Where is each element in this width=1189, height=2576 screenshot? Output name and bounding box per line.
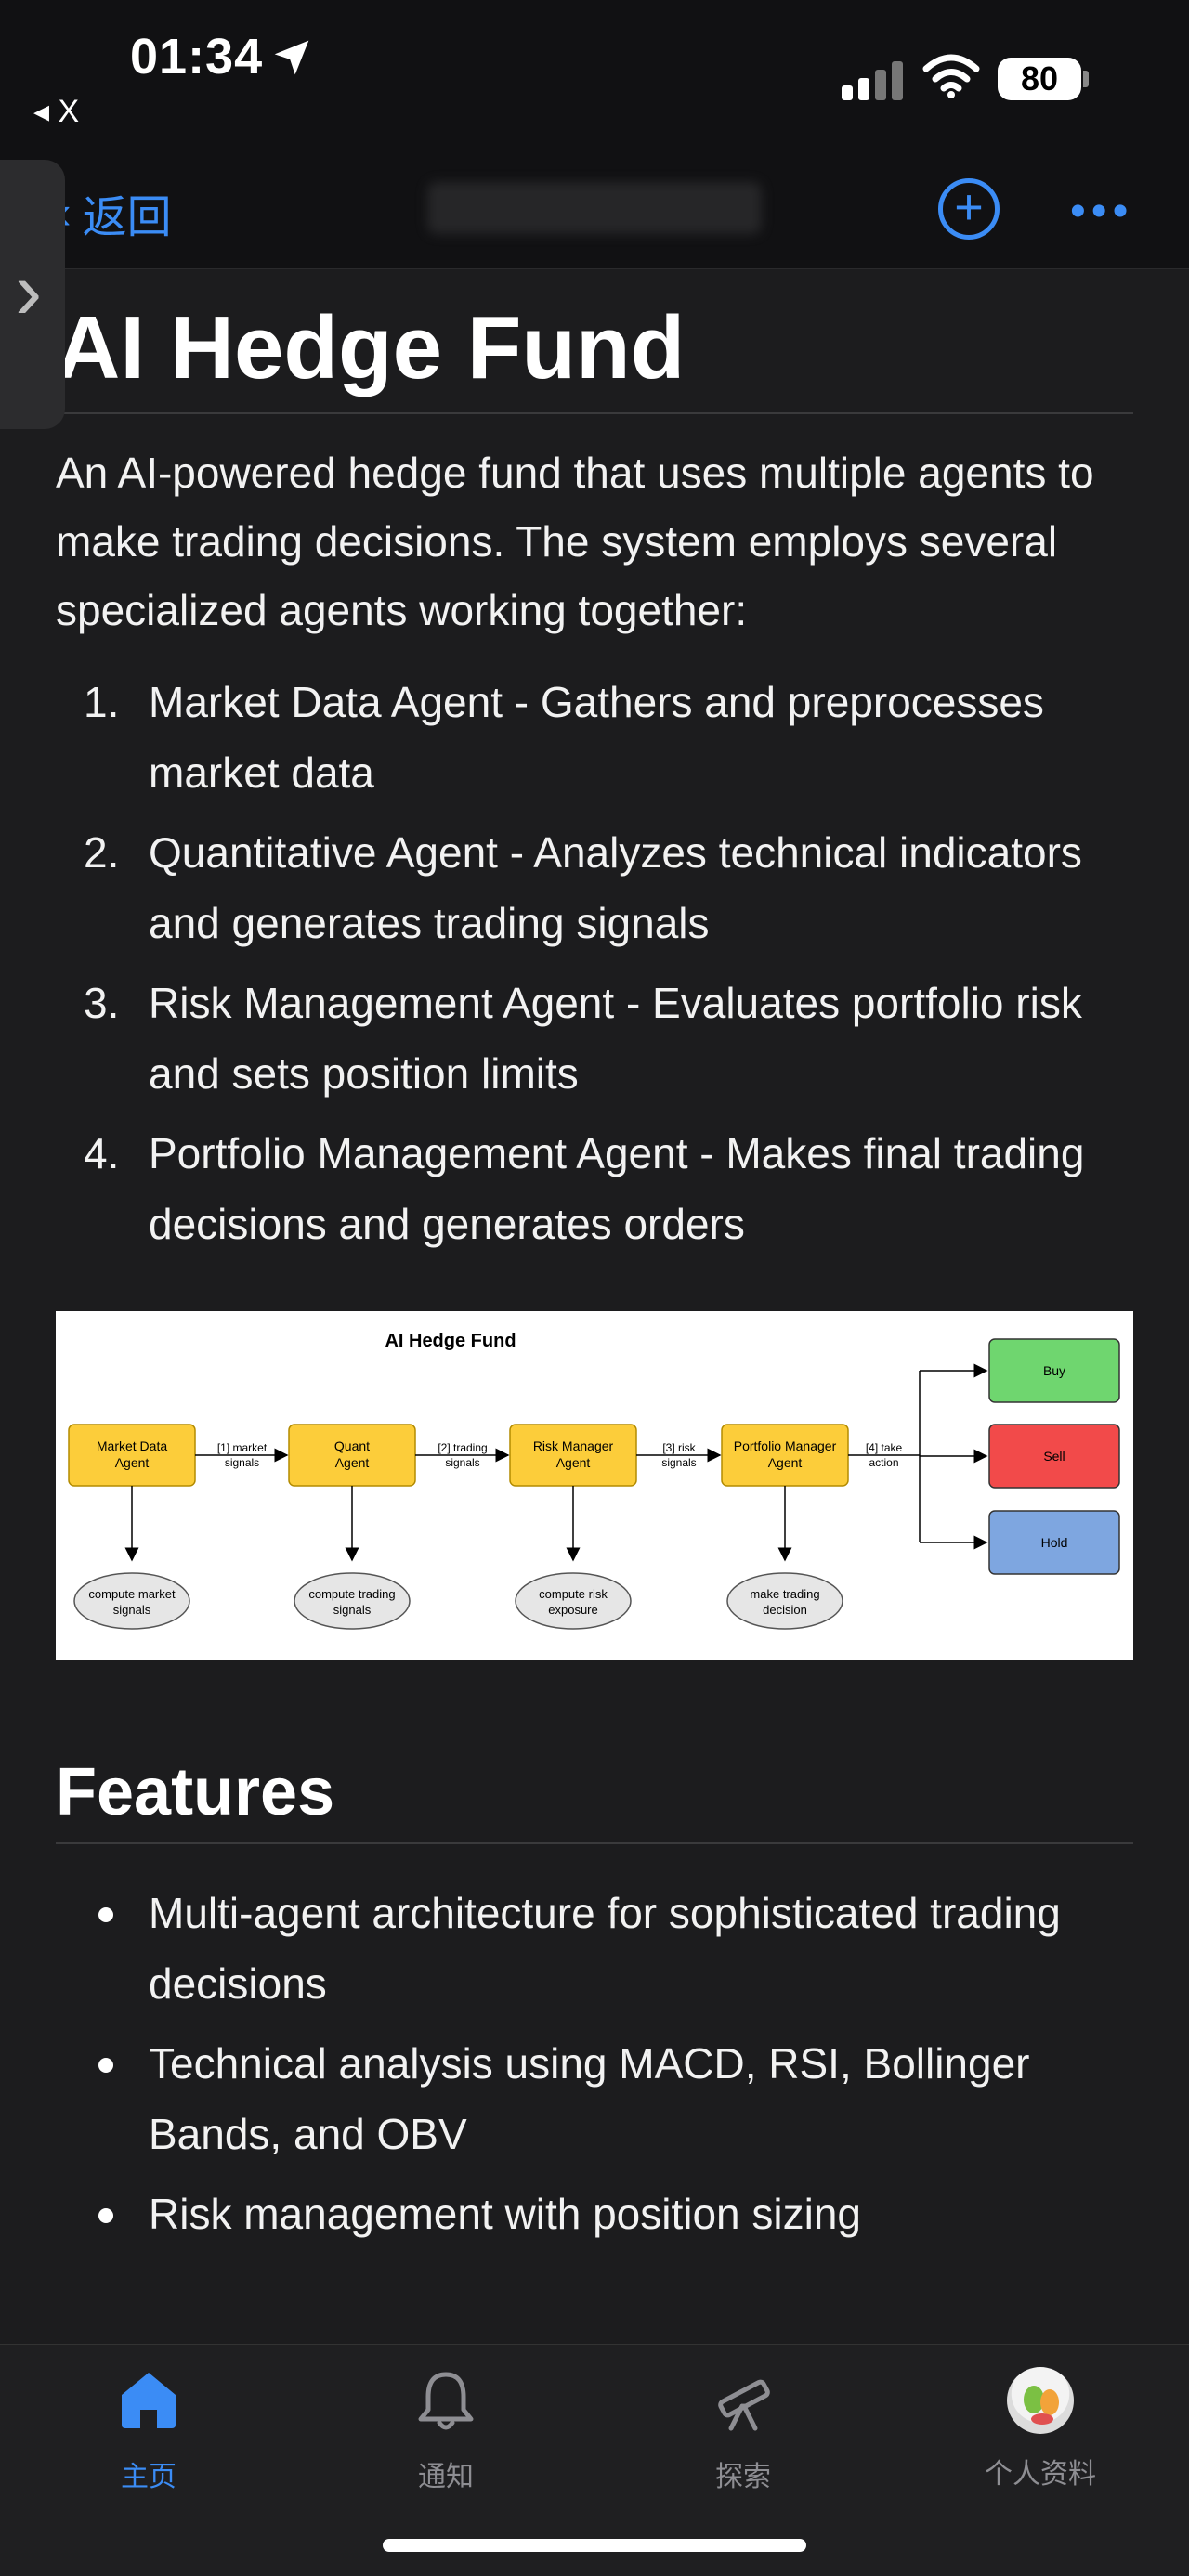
edge-label: signals	[661, 1456, 696, 1469]
action-box	[988, 1338, 1120, 1403]
features-heading: Features	[56, 1755, 335, 1829]
back-button-label: 返回	[82, 193, 172, 242]
chevron-right-icon: ›	[15, 244, 43, 336]
cloud-label: make trading	[750, 1587, 819, 1601]
list-text: Portfolio Management Agent - Makes final…	[149, 1129, 1085, 1248]
list-item: 4. Portfolio Management Agent - Makes fin…	[56, 1118, 1133, 1259]
features-list: Multi-agent architecture for sophisticat…	[56, 1878, 1133, 2249]
avatar	[1007, 2367, 1074, 2434]
list-text: Risk Management Agent - Evaluates portfo…	[149, 979, 1082, 1098]
home-indicator[interactable]	[383, 2539, 806, 2552]
list-text: Multi-agent architecture for sophisticat…	[149, 1889, 1061, 2008]
cloud-label: decision	[763, 1603, 807, 1617]
agents-list: 1. Market Data Agent - Gathers and prepro…	[56, 667, 1133, 1259]
cloud-label: exposure	[548, 1603, 597, 1617]
tab-label: 主页	[121, 2462, 176, 2492]
cloud-label: compute market	[88, 1587, 176, 1601]
list-text: Quantitative Agent - Analyzes technical …	[149, 828, 1082, 947]
list-item: Technical analysis using MACD, RSI, Boll…	[56, 2028, 1133, 2169]
add-button[interactable]: +	[938, 178, 1000, 240]
action-label: Hold	[1041, 1535, 1068, 1550]
list-item: 3. Risk Management Agent - Evaluates port…	[56, 968, 1133, 1109]
edge-label: action	[869, 1456, 898, 1469]
list-text: Technical analysis using MACD, RSI, Boll…	[149, 2039, 1030, 2158]
nav-bar: ‹ 返回 + •••	[0, 149, 1189, 269]
tab-label: 探索	[715, 2462, 771, 2492]
status-time: 01:34	[130, 29, 264, 85]
agent-label: Quant	[334, 1438, 370, 1453]
tab-profile[interactable]: 个人资料	[947, 2367, 1133, 2491]
title-divider	[56, 412, 1133, 414]
agent-label: Portfolio Manager	[734, 1438, 837, 1453]
wifi-icon	[922, 54, 980, 98]
edge-label: [1] market	[217, 1441, 268, 1454]
back-to-app-link[interactable]: ◂ X	[33, 94, 80, 129]
list-text: Risk management with position sizing	[149, 2190, 862, 2238]
list-item: Risk management with position sizing	[56, 2179, 1133, 2249]
location-arrow-icon	[274, 40, 309, 75]
cloud-label: compute trading	[308, 1587, 395, 1601]
page-title: AI Hedge Fund	[56, 298, 686, 397]
edge-label: signals	[225, 1456, 259, 1469]
agent-label: Agent	[556, 1455, 591, 1470]
tab-label: 个人资料	[985, 2459, 1096, 2490]
agent-label: Risk Manager	[533, 1438, 614, 1453]
readme-content: AI Hedge Fund An AI-powered hedge fund t…	[56, 269, 1133, 2258]
diagram-title: AI Hedge Fund	[385, 1331, 516, 1351]
action-label: Sell	[1043, 1449, 1065, 1464]
list-item: 2. Quantitative Agent - Analyzes technica…	[56, 817, 1133, 958]
nav-title-blurred	[427, 182, 762, 234]
features-divider	[56, 1842, 1133, 1844]
tab-bar: 主页 通知 探索 个人资料	[0, 2344, 1189, 2576]
bell-icon	[418, 2372, 474, 2430]
action-box	[988, 1424, 1120, 1489]
list-number: 2.	[84, 828, 120, 877]
more-options-button[interactable]: •••	[1070, 187, 1134, 236]
tab-notifications[interactable]: 通知	[353, 2367, 539, 2494]
process-cloud	[515, 1572, 632, 1630]
intro-paragraph: An AI-powered hedge fund that uses multi…	[56, 449, 1094, 634]
agent-label: Agent	[115, 1455, 150, 1470]
list-text: Market Data Agent - Gathers and preproce…	[149, 678, 1044, 797]
action-box	[988, 1510, 1120, 1575]
bullet	[98, 1907, 113, 1922]
bullet	[98, 2058, 113, 2073]
tab-explore[interactable]: 探索	[650, 2367, 836, 2494]
cellular-signal-icon	[842, 61, 903, 100]
edge-label: [3] risk	[662, 1441, 696, 1454]
list-number: 1.	[84, 678, 120, 726]
home-icon	[122, 2373, 176, 2428]
battery-tip	[1083, 71, 1089, 87]
list-number: 4.	[84, 1129, 120, 1177]
telescope-icon	[718, 2379, 770, 2431]
edge-label: signals	[445, 1456, 479, 1469]
process-cloud	[73, 1572, 190, 1630]
list-item: 1. Market Data Agent - Gathers and prepro…	[56, 667, 1133, 808]
action-label: Buy	[1043, 1363, 1065, 1378]
list-item: Multi-agent architecture for sophisticat…	[56, 1878, 1133, 2019]
list-number: 3.	[84, 979, 120, 1027]
side-drawer-handle[interactable]: ›	[0, 160, 65, 429]
tab-label: 通知	[418, 2462, 474, 2492]
edge-label: [2] trading	[438, 1441, 487, 1454]
cloud-label: signals	[333, 1603, 372, 1617]
agent-label: Agent	[335, 1455, 370, 1470]
agent-label: Agent	[768, 1455, 803, 1470]
cloud-label: compute risk	[539, 1587, 608, 1601]
tab-home[interactable]: 主页	[56, 2367, 242, 2494]
back-button[interactable]: ‹ 返回	[56, 180, 172, 245]
process-cloud	[726, 1572, 843, 1630]
battery-icon: 80	[998, 58, 1081, 100]
status-bar: 01:34 ◂ X 80	[0, 0, 1189, 149]
process-cloud	[294, 1572, 411, 1630]
agent-label: Market Data	[97, 1438, 167, 1453]
edge-label: [4] take	[866, 1441, 903, 1454]
cloud-label: signals	[113, 1603, 151, 1617]
bullet	[98, 2208, 113, 2223]
